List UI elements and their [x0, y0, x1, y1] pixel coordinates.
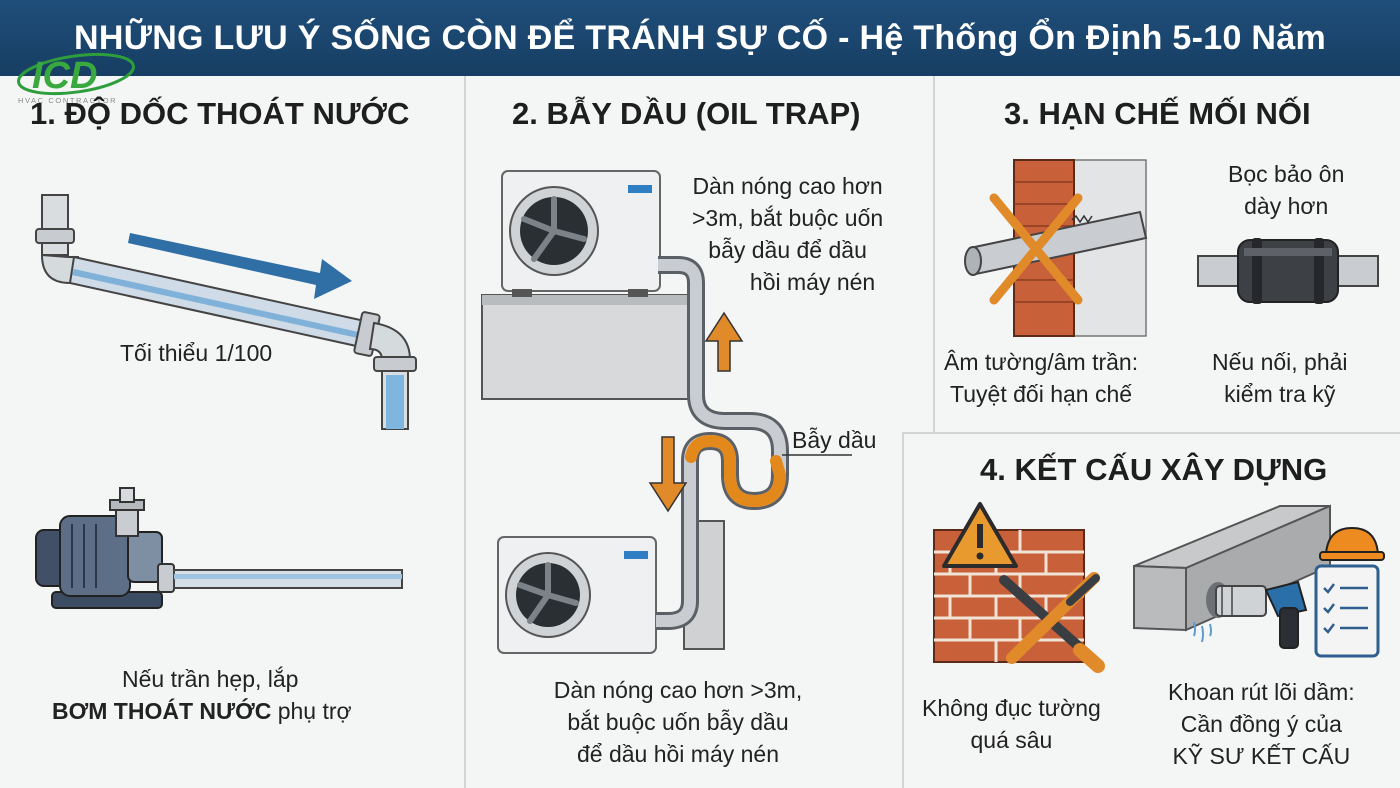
banner-title: NHỮNG LƯU Ý SỐNG CÒN ĐỂ TRÁNH SỰ CỐ - Hệ…: [73, 18, 1326, 57]
panel3-heading: 3. HẠN CHẾ MỐI NỐI: [1004, 96, 1311, 131]
pump-caption-line2: BƠM THOÁT NƯỚC phụ trợ: [52, 695, 352, 727]
wall-caption-line: Không đục tường: [922, 695, 1101, 721]
slope-arrow-icon: [128, 233, 352, 299]
insulation-label-line: Bọc bảo ôn: [1228, 161, 1345, 187]
embedded-caption: Âm tường/âm trần: Tuyệt đối hạn chế: [944, 346, 1138, 410]
beam-core-drill-icon: [1133, 504, 1385, 658]
drill-caption-line: Cần đồng ý của: [1180, 711, 1342, 737]
drill-caption-line: KỸ SƯ KẾT CẤU: [1172, 743, 1351, 769]
embedded-caption-line: Âm tường/âm trần:: [944, 349, 1139, 375]
hard-hat-icon: [1324, 526, 1380, 555]
pump-caption-bold: BƠM THOÁT NƯỚC: [52, 698, 272, 724]
wall-caption: Không đục tường quá sâu: [922, 692, 1101, 756]
drill-caption: Khoan rút lõi dầm: Cần đồng ý của KỸ SƯ …: [1168, 676, 1355, 772]
crossed-tools-icon: [999, 572, 1105, 673]
oil-trap-caption-line: Dàn nóng cao hơn >3m,: [553, 677, 803, 703]
oil-trap-caption-line: bắt buộc uốn bẫy dầu: [567, 709, 789, 735]
embedded-caption-line: Tuyệt đối hạn chế: [950, 381, 1133, 407]
divider-4: [902, 432, 904, 788]
oil-trap-caption-line: để dầu hồi máy nén: [576, 741, 780, 767]
panel4-heading: 4. KẾT CẤU XÂY DỰNG: [980, 452, 1328, 487]
drain-pump-icon: [35, 487, 403, 609]
joint-caption: Nếu nối, phải kiểm tra kỹ: [1212, 346, 1348, 410]
panel2-heading: 2. BẪY DẦU (OIL TRAP): [512, 96, 861, 131]
divider-1: [464, 76, 466, 788]
insulation-label-line: dày hơn: [1244, 193, 1329, 219]
oil-trap-caption: Dàn nóng cao hơn >3m, bắt buộc uốn bẫy d…: [522, 674, 834, 770]
insulated-joint-icon: [1197, 238, 1379, 304]
logo-subtitle: HVAC CONTRACTOR: [18, 96, 118, 105]
company-logo: ICD HVAC CONTRACTOR: [14, 52, 144, 106]
oil-trap-note-line: bẫy dầu để dầu: [708, 237, 867, 263]
joint-caption-line: Nếu nối, phải: [1212, 349, 1348, 375]
panel1-heading: 1. ĐỘ DỐC THOÁT NƯỚC: [30, 96, 410, 131]
pump-caption-line1: Nếu trần hẹp, lắp: [122, 666, 299, 692]
drill-caption-line: Khoan rút lõi dầm:: [1168, 679, 1355, 705]
divider-3: [902, 432, 1400, 434]
oil-trap-note: Dàn nóng cao hơn >3m, bắt buộc uốn bẫy d…: [692, 170, 883, 298]
pump-caption-rest: phụ trợ: [271, 698, 352, 724]
down-arrow-icon: [648, 436, 688, 513]
oil-trap-note-line: Dàn nóng cao hơn: [692, 173, 883, 199]
logo-icon: ICD: [17, 52, 135, 97]
up-arrow-icon: [704, 311, 744, 372]
insulation-label: Bọc bảo ôn dày hơn: [1228, 158, 1344, 222]
brick-wall-warning-icon: [933, 502, 1105, 673]
wall-caption-line: quá sâu: [970, 727, 1053, 753]
slope-label: Tối thiểu 1/100: [120, 340, 273, 366]
oil-trap-diagram: [481, 170, 852, 654]
oil-trap-label: Bẫy dầu: [792, 427, 877, 453]
oil-trap-note-line: hồi máy nén: [749, 269, 876, 295]
joint-caption-line: kiểm tra kỹ: [1224, 381, 1336, 407]
logo-text: ICD: [32, 55, 97, 97]
drain-pipe-diagram: [35, 194, 417, 430]
divider-2: [933, 76, 935, 432]
oil-trap-note-line: >3m, bắt buộc uốn: [692, 205, 884, 231]
title-banner: NHỮNG LƯU Ý SỐNG CÒN ĐỂ TRÁNH SỰ CỐ - Hệ…: [0, 0, 1400, 76]
embedded-joint-icon: [964, 159, 1148, 337]
